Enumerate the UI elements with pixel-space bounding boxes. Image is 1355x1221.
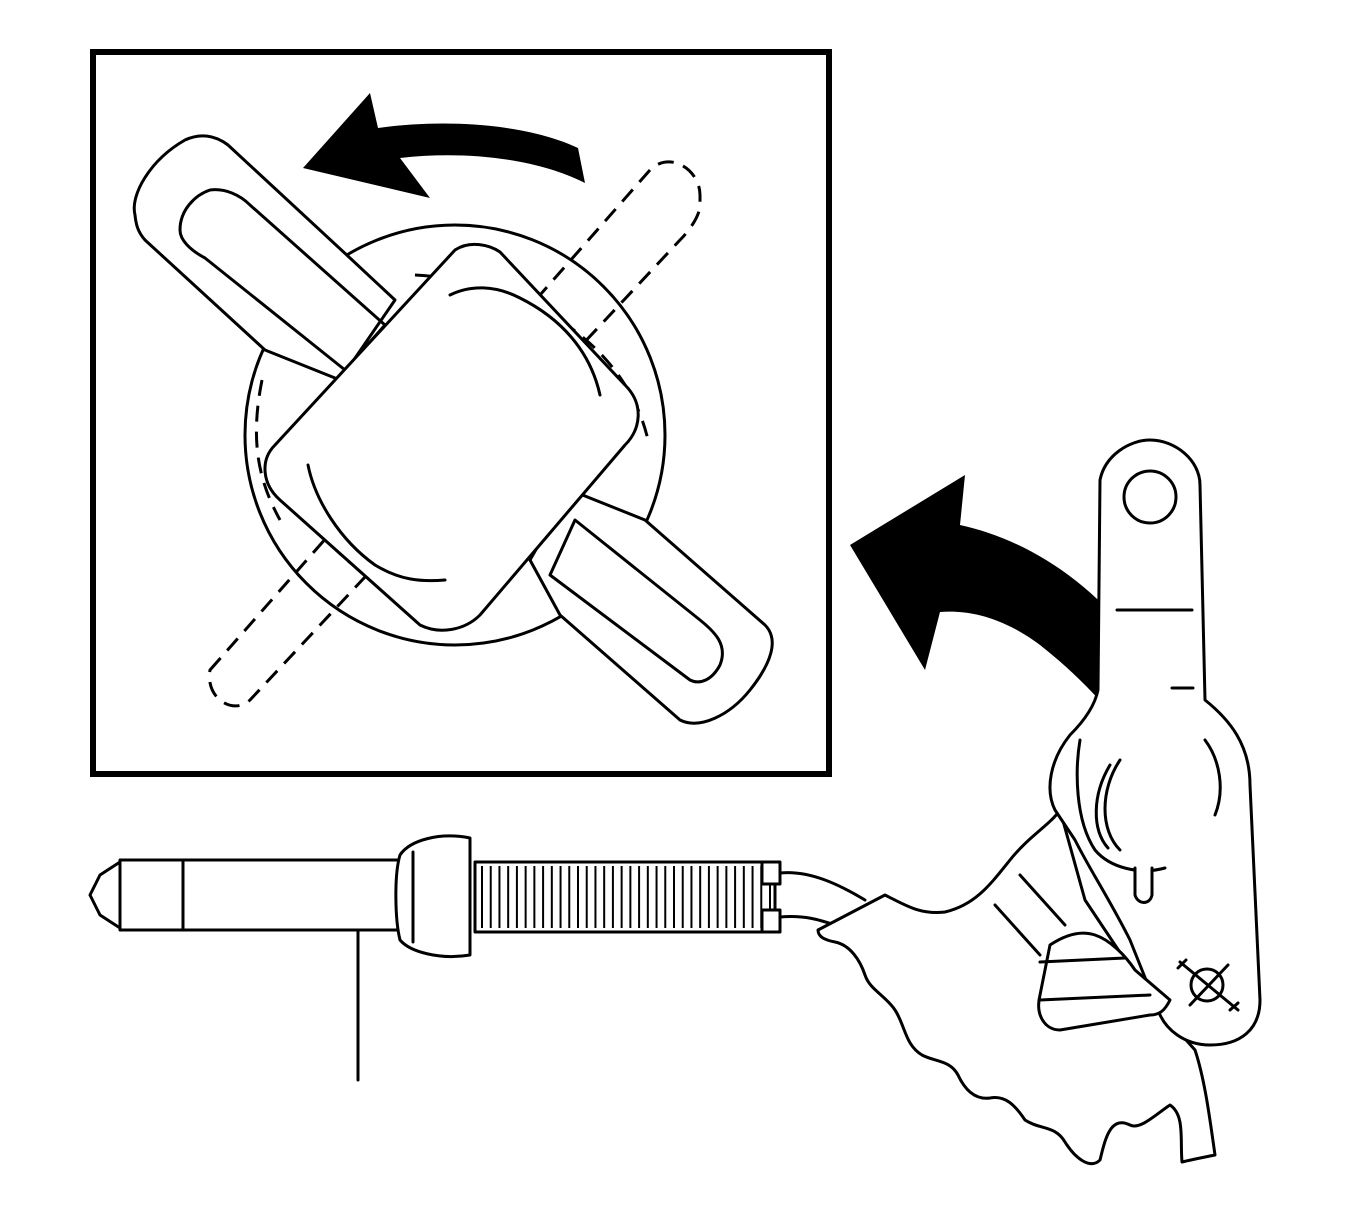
adjuster-nut bbox=[394, 834, 472, 959]
adjuster-rod-assembly bbox=[88, 834, 867, 1082]
inset-detail bbox=[90, 49, 832, 777]
shoe-web-breakaway bbox=[816, 808, 1217, 1166]
retaining-clip bbox=[1176, 958, 1240, 1012]
thread-coils bbox=[481, 866, 771, 928]
rod-tip bbox=[88, 860, 122, 930]
threaded-section bbox=[473, 860, 777, 934]
parking-lever-arm bbox=[1048, 438, 1262, 1047]
parking-lever-assembly bbox=[816, 438, 1262, 1166]
lever-pivot-hole bbox=[1122, 469, 1178, 525]
lever-current-position bbox=[132, 134, 774, 725]
lever-stop-block bbox=[1037, 931, 1172, 1032]
main-rotation-arrow bbox=[850, 475, 1211, 960]
inset-rotation-arrow bbox=[303, 93, 585, 198]
rod-sleeve bbox=[118, 858, 407, 932]
lever-hub bbox=[243, 223, 667, 647]
